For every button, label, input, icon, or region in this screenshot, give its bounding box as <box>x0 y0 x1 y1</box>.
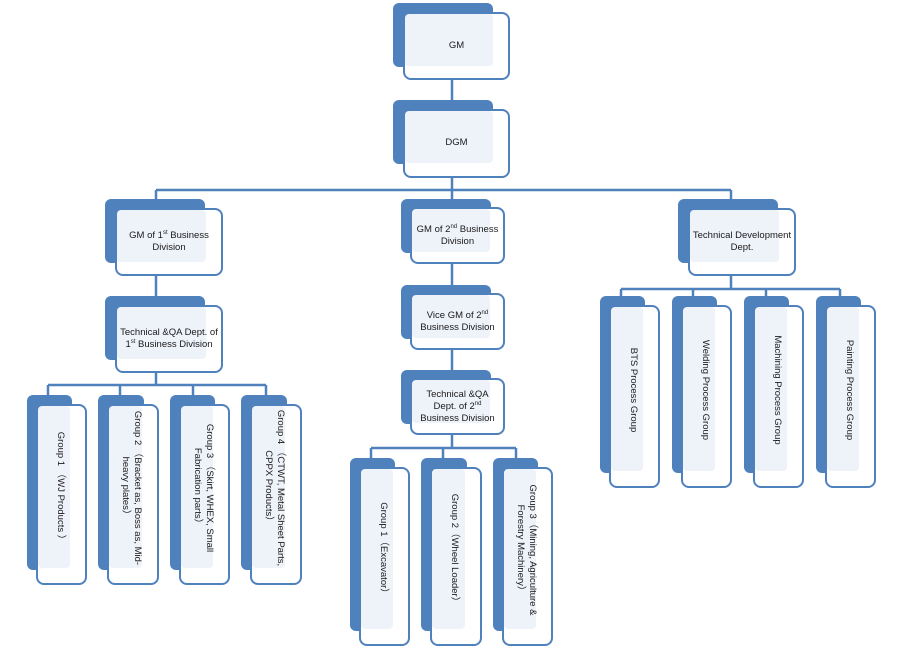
gm-box: GM <box>393 3 510 80</box>
group-1-excavator-box: Group 1（Excavator） <box>350 458 410 646</box>
painting-process-group-label: Painting Process Group <box>844 339 855 441</box>
group-3-mining-box: Group 3（Mining, Agriculture & Forestry M… <box>493 458 553 646</box>
group-1-wj-box: Group 1 （WJ Products ） <box>27 395 87 585</box>
group-4-ctwt-label: Group 4 （CTWT, Metal Sheet Parts, CPPX P… <box>263 409 286 567</box>
group-2-bracket-box: Group 2 （Bracket as, Boss as, Mid-heavy … <box>98 395 159 585</box>
bts-process-group-label: BTS Process Group <box>628 347 639 433</box>
gm-label: GM <box>448 40 465 51</box>
group-3-mining-label: Group 3（Mining, Agriculture & Forestry M… <box>515 484 538 616</box>
group-1-excavator-label: Group 1（Excavator） <box>378 502 389 598</box>
group-3-skirt-box: Group 3 （Skirt, WHEX, Small Fabrication … <box>170 395 230 585</box>
machining-process-group-label: Machining Process Group <box>772 335 783 445</box>
group-1-wj-label: Group 1 （WJ Products ） <box>55 431 66 545</box>
group-2-wheel-loader-box: Group 2（Wheel Loader） <box>421 458 482 646</box>
dgm-box: DGM <box>393 100 510 178</box>
group-2-bracket-label: Group 2 （Bracket as, Boss as, Mid-heavy … <box>120 410 143 566</box>
welding-process-group-box: Welding Process Group <box>672 296 732 488</box>
group-3-skirt-label: Group 3 （Skirt, WHEX, Small Fabrication … <box>192 423 215 553</box>
welding-process-group-label: Welding Process Group <box>700 339 711 441</box>
bts-process-group-box: BTS Process Group <box>600 296 660 488</box>
group-4-ctwt-box: Group 4 （CTWT, Metal Sheet Parts, CPPX P… <box>241 395 302 585</box>
machining-process-group-box: Machining Process Group <box>744 296 804 488</box>
dgm-label: DGM <box>445 137 468 148</box>
group-2-wheel-loader-label: Group 2（Wheel Loader） <box>449 493 460 607</box>
painting-process-group-box: Painting Process Group <box>816 296 876 488</box>
